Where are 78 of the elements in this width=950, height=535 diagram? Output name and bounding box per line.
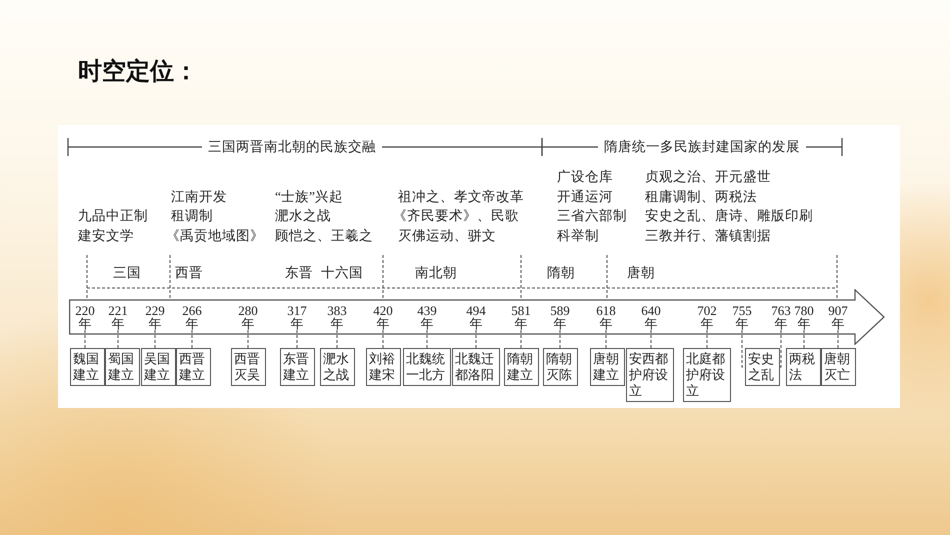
year-label: 494年 [466, 304, 486, 330]
period-label: 十六国 [321, 264, 363, 282]
event-box: 刘裕建宋 [366, 348, 401, 386]
heading: 时空定位： [78, 57, 198, 87]
period-label: 东晋 [285, 264, 313, 282]
leader-line [520, 330, 522, 348]
year-label: 702年 [696, 304, 718, 330]
year-label: 221年 [108, 304, 128, 330]
leader-line [779, 330, 782, 368]
event-box: 隋朝灭陈 [543, 348, 578, 386]
event-box: 两税法 [786, 348, 821, 386]
year-label: 581年 [510, 304, 532, 330]
period-label: 隋朝 [547, 264, 575, 282]
period-label: 南北朝 [415, 264, 457, 282]
year-label: 640年 [640, 304, 662, 330]
event-box: 西晋建立 [176, 348, 211, 386]
event-box: 吴国建立 [141, 348, 176, 386]
year-label: 420年 [372, 304, 394, 330]
event-box: 魏国建立 [70, 348, 105, 386]
year-label: 763年 [770, 304, 792, 330]
event-label: 广设仓库 [557, 168, 613, 186]
leader-line [382, 330, 384, 348]
leader-line [426, 330, 428, 348]
era-label: 隋唐统一多民族封建国家的发展 [598, 138, 806, 156]
year-label: 618年 [596, 304, 616, 330]
event-label: 科举制 [557, 227, 599, 245]
event-label: 灭佛运动、骈文 [398, 227, 496, 245]
year-label: 229年 [144, 304, 166, 330]
event-box: 北魏迁都洛阳 [452, 348, 500, 386]
year-label: 780年 [794, 304, 814, 330]
event-label: 贞观之治、开元盛世 [645, 168, 771, 186]
event-box: 东晋建立 [280, 348, 315, 386]
year-label: 589年 [550, 304, 570, 330]
year-label: 266年 [182, 304, 202, 330]
event-box: 唐朝建立 [590, 348, 625, 386]
event-label: 开通运河 [557, 188, 613, 206]
event-label: 顾恺之、王羲之 [275, 227, 373, 245]
event-label: 安史之乱、唐诗、雕版印刷 [645, 207, 813, 225]
year-label: 907年 [828, 304, 848, 330]
timeline-arrow [69, 289, 885, 345]
event-box: 北魏统一北方 [403, 348, 451, 386]
leader-line [154, 330, 156, 348]
event-label: 祖冲之、孝文帝改革 [398, 188, 524, 206]
year-label: 439年 [416, 304, 438, 330]
period-label: 唐朝 [627, 264, 655, 282]
event-label: 淝水之战 [275, 207, 331, 225]
event-box: 西晋灭吴 [231, 348, 266, 386]
event-label: 建安文学 [78, 227, 134, 245]
leader-line [742, 330, 746, 368]
year-label: 280年 [238, 304, 258, 330]
event-box: 淝水之战 [320, 348, 355, 386]
event-label: 三教并行、藩镇割据 [645, 227, 771, 245]
period-label: 西晋 [175, 264, 203, 282]
event-label: 三省六部制 [557, 207, 627, 225]
period-label: 三国 [113, 264, 141, 282]
event-box: 北庭都护府设立 [683, 348, 731, 402]
era-label: 三国两晋南北朝的民族交融 [202, 138, 382, 156]
event-box: 安史之乱 [745, 348, 780, 386]
year-label: 317年 [286, 304, 308, 330]
leader-line [296, 330, 298, 348]
event-box: 蜀国建立 [105, 348, 140, 386]
year-label: 755年 [732, 304, 752, 330]
event-label: 《齐民要术》、民歌 [393, 207, 519, 225]
event-label: 《禹贡地域图》 [166, 227, 264, 245]
leader-line [706, 330, 708, 348]
event-label: 租庸调制、两税法 [645, 188, 757, 206]
event-label: 租调制 [171, 207, 213, 225]
leader-line [336, 330, 338, 348]
leader-line [650, 330, 652, 348]
year-label: 383年 [326, 304, 348, 330]
year-label: 220年 [74, 304, 96, 330]
leader-line [84, 330, 86, 348]
event-label: 九品中正制 [78, 207, 148, 225]
event-box: 安西都护府设立 [626, 348, 674, 402]
event-box: 隋朝建立 [504, 348, 539, 386]
event-label: “士族”兴起 [275, 188, 343, 206]
event-label: 江南开发 [171, 188, 227, 206]
event-box: 唐朝灭亡 [821, 348, 856, 386]
